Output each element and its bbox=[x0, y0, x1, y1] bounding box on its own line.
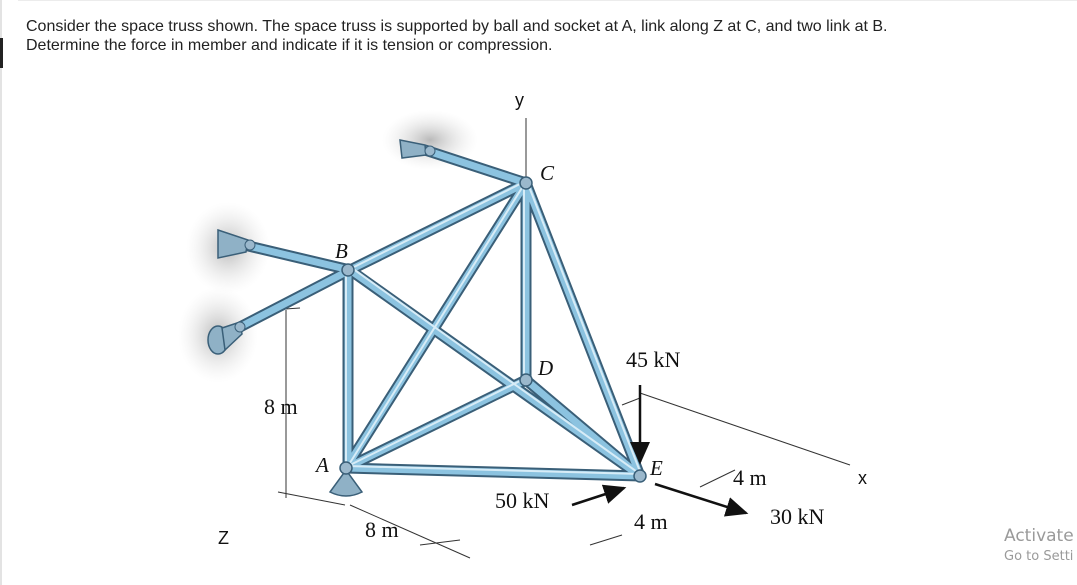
depth-dimension-label: 8 m bbox=[365, 517, 399, 542]
depth-dim-tick bbox=[419, 539, 461, 546]
x-dimension-label-2: 4 m bbox=[634, 509, 668, 534]
question-line-2: Determine the force in member and indica… bbox=[26, 37, 553, 54]
load-arrows bbox=[571, 385, 749, 517]
depth-dim-line bbox=[349, 504, 471, 559]
support-b-lower bbox=[207, 321, 246, 355]
question-text: Consider the space truss shown. The spac… bbox=[26, 17, 1071, 55]
truss-members bbox=[232, 144, 646, 482]
load-z-label: 50 kN bbox=[495, 488, 550, 513]
support-c-link bbox=[399, 139, 436, 159]
joint-d bbox=[519, 373, 533, 387]
height-dimension-label: 8 m bbox=[264, 394, 298, 419]
node-c-label: C bbox=[540, 161, 555, 185]
watermark-line-1: Activate bbox=[1004, 526, 1074, 546]
y-axis-label: y bbox=[515, 90, 524, 110]
link-b-lower bbox=[234, 266, 354, 332]
member-ad bbox=[342, 376, 530, 472]
support-b-upper bbox=[217, 228, 256, 259]
x-dim-tick-1 bbox=[589, 534, 623, 546]
load-vertical-label: 45 kN bbox=[626, 347, 681, 372]
x-axis-label: x bbox=[858, 468, 867, 488]
node-d-label: D bbox=[537, 356, 553, 380]
node-e-label: E bbox=[649, 456, 663, 480]
joints bbox=[339, 176, 647, 483]
page-left-border bbox=[0, 0, 2, 585]
header-divider bbox=[18, 0, 1077, 1]
activation-watermark: Activate Go to Setti bbox=[1004, 525, 1074, 567]
member-be bbox=[346, 266, 644, 480]
link-b-upper bbox=[236, 240, 354, 274]
x-axis-line bbox=[639, 392, 851, 466]
load-arrow-x bbox=[654, 482, 749, 517]
node-a-label: A bbox=[314, 453, 329, 477]
support-a-ball-socket bbox=[328, 468, 364, 497]
link-c bbox=[421, 146, 530, 187]
z-axis-line bbox=[277, 491, 346, 506]
node-b-label: B bbox=[335, 239, 348, 263]
scroll-marker bbox=[0, 38, 3, 68]
member-bc bbox=[346, 179, 530, 274]
load-line-ref bbox=[621, 397, 641, 406]
load-x-label: 30 kN bbox=[770, 504, 825, 529]
z-axis-label: Z bbox=[218, 528, 229, 548]
member-ce bbox=[522, 179, 644, 480]
load-arrow-z bbox=[571, 484, 627, 507]
member-ae bbox=[342, 464, 644, 480]
x-dimension-label-1: 4 m bbox=[733, 465, 767, 490]
watermark-line-2: Go to Setti bbox=[1004, 549, 1074, 564]
x-dim-tick-2 bbox=[699, 469, 736, 488]
question-line-1: Consider the space truss shown. The spac… bbox=[26, 18, 888, 35]
joint-e bbox=[633, 469, 647, 483]
joint-c bbox=[519, 176, 533, 190]
joint-b bbox=[341, 263, 355, 277]
joint-a bbox=[339, 461, 353, 475]
